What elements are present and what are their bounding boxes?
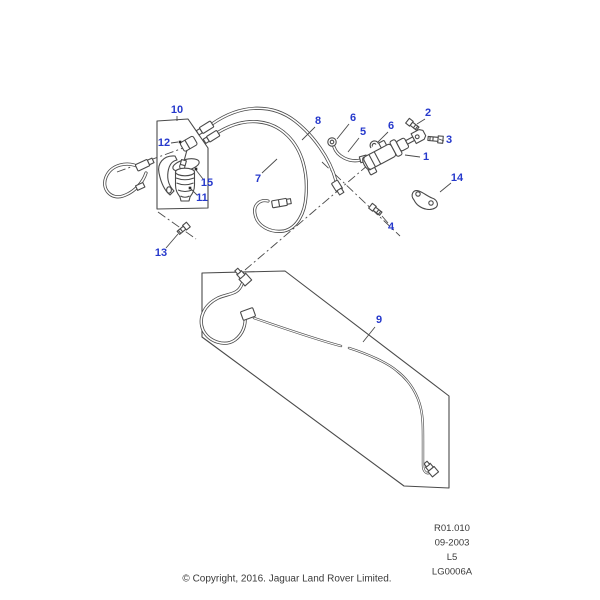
drawing-code: LG0006A — [432, 567, 473, 578]
assembly-box-10 — [156, 118, 209, 210]
callout-3: 3 — [446, 134, 452, 146]
alignment-line-cylinder-to-pipe9 — [244, 164, 369, 271]
bracket-14 — [411, 190, 438, 211]
hose-loop-assembly — [103, 157, 155, 199]
grommet-6 — [327, 137, 337, 147]
callout-13: 13 — [155, 247, 167, 259]
bolt-3 — [427, 135, 444, 144]
bolt-2 — [405, 117, 420, 131]
callout-11: 11 — [196, 192, 208, 204]
clutch-pipe-8 — [195, 106, 345, 196]
master-cylinder-1 — [362, 129, 427, 176]
pipe9-union — [240, 307, 256, 321]
callout-5: 5 — [360, 126, 366, 138]
callout-2: 2 — [425, 107, 431, 119]
callout-6a: 6 — [350, 112, 356, 124]
copyright-line: © Copyright, 2016. Jaguar Land Rover Lim… — [182, 574, 391, 585]
reference-block: R01.010 09-2003 L5 LG0006A — [432, 523, 473, 578]
pipe-plane-outline — [201, 270, 450, 489]
damper-mounting-bracket — [158, 155, 178, 196]
clutch-pipe-9 — [199, 267, 440, 478]
callout-6b: 6 — [388, 120, 394, 132]
ref-code: R01.010 — [434, 523, 470, 534]
date-code: 09-2003 — [435, 538, 470, 549]
callout-15: 15 — [201, 177, 213, 189]
pipe9-end-fitting — [423, 460, 440, 478]
callout-4: 4 — [388, 221, 395, 233]
callout-7: 7 — [255, 173, 261, 185]
callout-9: 9 — [376, 314, 382, 326]
assembly-box-outline — [156, 118, 209, 210]
bolt-13 — [176, 221, 191, 235]
leader-lines — [165, 116, 452, 343]
callout-12: 12 — [158, 137, 170, 149]
clutch-pipe-7 — [202, 119, 308, 233]
model-code: L5 — [447, 552, 458, 563]
bleed-valve-12 — [179, 135, 198, 167]
damper-boot-11 — [174, 167, 196, 202]
callout-10: 10 — [171, 104, 183, 116]
callout-1: 1 — [423, 151, 429, 163]
callout-8: 8 — [315, 115, 321, 127]
clip-6 — [369, 140, 379, 149]
callout-labels: 10 12 15 11 13 7 8 6 5 6 2 3 1 14 4 9 — [155, 104, 464, 326]
alignment-line-box-to-bolt13 — [157, 211, 197, 240]
bolt-4 — [368, 202, 383, 216]
callout-14: 14 — [451, 172, 464, 184]
